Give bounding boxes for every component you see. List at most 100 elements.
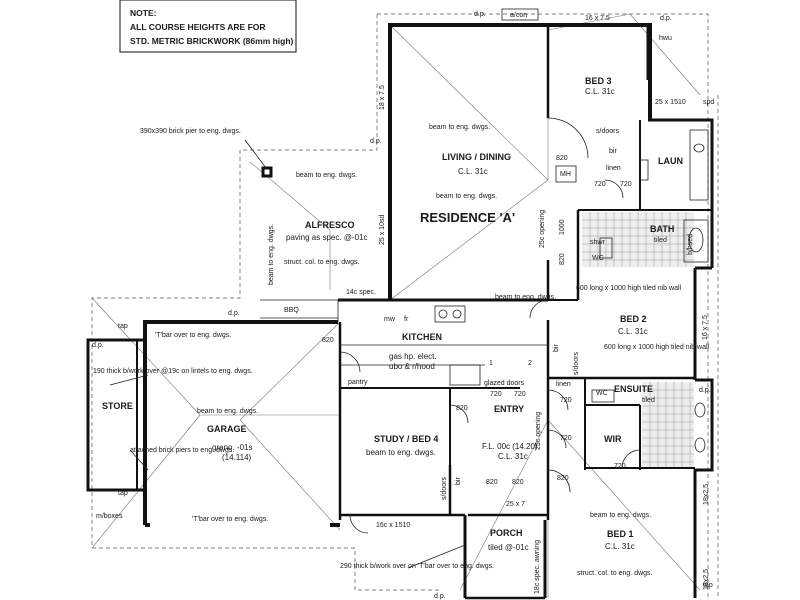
room-ensuite-detail: tiled [642,397,655,404]
residence-title: RESIDENCE 'A' [420,210,515,225]
struct-col-note: struct. col. to eng. dwgs. [284,259,360,266]
beam-note: beam to eng. dwgs. [197,408,258,415]
mw-label: mw [384,316,396,323]
beam-note: beam to eng. dwgs. [436,193,497,200]
aircon-unit [501,8,539,21]
room-store: STORE [102,401,133,411]
leader-lines [109,139,466,569]
bir-label: bir [553,344,560,352]
tap-label: tap [118,323,128,330]
sliding-doors-label: s/doors [441,477,448,500]
door-width: 820 [456,405,468,412]
hwu-label: hwu [659,35,672,42]
nib-wall-note: 600 long x 1000 high tiled nib wall [604,344,710,351]
window-dimension: 18x2.5 [703,484,710,505]
window-dimension: 25 x 1510 [655,99,686,106]
brickwork-note: 290 thick b/work over on 'T'bar over to … [340,563,494,570]
door-number: 2 [528,360,532,367]
spec-label: 14c spec. [346,289,376,296]
tbar-note: 'T'bar over to eng. dwgs. [155,332,231,339]
room-study: STUDY / BED 4 [374,434,438,444]
manhole-label: MH [560,171,571,178]
door-number: 1 [489,360,493,367]
door-width: 720 [490,391,502,398]
door-width: 720 [560,435,572,442]
tap-label: tap [118,490,128,497]
sliding-doors-label: s/doors [573,352,580,375]
porch-dimension: 25 x 7 [506,501,525,508]
bath-label: b/hsed [687,234,694,255]
opening-dimension: 25 x 10sd [379,215,386,245]
room-kitchen: KITCHEN [402,332,442,342]
beam-note: beam to eng. dwgs. [590,512,651,519]
room-kitchen-detail-2: ubo & r/hood [389,362,435,371]
opening-label: 25c opening [539,210,546,248]
window-dimension: 16 x 7.5 [585,15,610,22]
downpipe-label: d.p. [370,138,382,145]
door-width: 820 [557,475,569,482]
annotations: d.p. d.p. d.p. d.p. d.p. d.p. d.p. a/con… [92,8,714,600]
wc-label: WC [596,390,608,397]
mailbox-label: m/boxes [96,513,123,520]
door-width: 820 [559,253,566,265]
linen-label: linen [556,381,571,388]
brick-piers-note: attached brick piers to eng. dwgs. [130,447,234,454]
downpipe-label: d.p. [434,593,446,600]
door-swings [339,117,641,534]
note-box: NOTE: ALL COURSE HEIGHTS ARE FOR STD. ME… [119,0,297,53]
beam-note: beam to eng. dwgs. [429,124,490,131]
room-bed1: BED 1 [607,529,634,539]
tap-label: tap [703,582,713,589]
room-study-detail: beam to eng. dwgs. [366,448,436,457]
tbar-note: 'T'bar over to eng. dwgs. [192,516,268,523]
room-living: LIVING / DINING [442,152,511,162]
wc-label: WC [592,255,604,262]
door-width: 720 [614,463,626,470]
linen-label: linen [606,165,621,172]
door-width: 720 [514,391,526,398]
opening-label: 25c opening [535,412,542,450]
window-dimension: 18x2.5 [703,569,710,590]
downpipe-label: d.p. [660,15,672,22]
room-alfresco: ALFRESCO [305,220,355,230]
bbq-label: BBQ [284,307,299,314]
room-living-ceiling: C.L. 31c [458,167,488,176]
beam-note: beam to eng. dwgs. [495,294,556,301]
window-dimension: 16 x 7.5 [702,315,709,340]
fixtures [260,129,709,453]
roof-hip-lines [91,13,701,598]
room-garage-detail-1: grano. -01s [212,443,252,452]
brick-pier-note: 390x390 brick pier to eng. dwgs. [140,128,241,135]
room-porch: PORCH [490,528,523,538]
bir-label: bir [609,148,617,155]
downpipe-label: d.p. [92,342,104,349]
pantry-label: pantry [348,379,368,386]
room-ensuite: ENSUITE [614,384,653,394]
room-bed2: BED 2 [620,314,647,324]
door-width: 820 [556,155,568,162]
beam-note: beam to eng. dwgs. [268,224,275,285]
door-width: 820 [512,479,524,486]
room-bath-detail: tiled [654,237,667,244]
downpipe-label: d.p. [699,387,711,394]
awning-label: 18c spec. awning [534,540,541,594]
brickwork-note: 190 thick b/work over @19c on lintels to… [93,368,253,375]
room-bath: BATH [650,224,674,234]
downpipe-label: d.p. [474,11,486,18]
room-entry-detail-2: C.L. 31c [498,452,528,461]
manhole [555,165,577,183]
note-line-1: ALL COURSE HEIGHTS ARE FOR [130,22,266,32]
room-bed1-ceiling: C.L. 31c [605,542,635,551]
glazed-doors-label: glazed doors [484,380,525,387]
door-width: 1000 [559,219,566,235]
room-porch-detail: tiled @-01c [488,543,529,552]
room-bed3: BED 3 [585,76,612,86]
fridge-label: fr [404,316,409,323]
note-heading: NOTE: [130,8,157,18]
nib-wall-note: 600 long x 1000 high tiled nib wall [576,285,682,292]
door-width: 720 [620,181,632,188]
struct-col-note: struct. col. to eng. dwgs. [577,570,653,577]
door-width: 820 [322,337,334,344]
window-dimension: 18 x 7.5 [379,85,386,110]
